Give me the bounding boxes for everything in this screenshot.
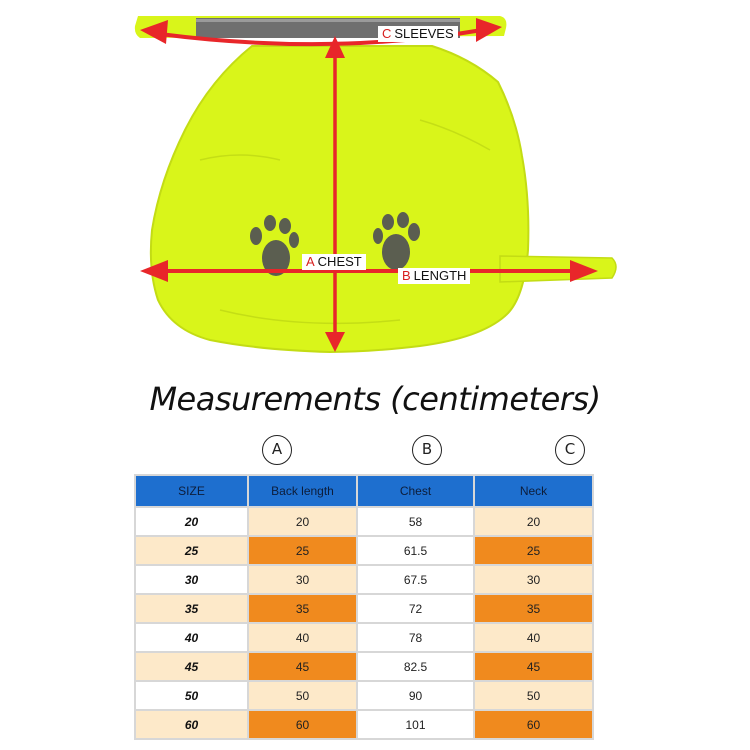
chest-cell: 61.5 xyxy=(358,537,473,564)
back-length-cell: 25 xyxy=(249,537,356,564)
length-letter: B xyxy=(402,268,411,283)
size-cell: 45 xyxy=(136,653,247,680)
table-row: 50 50 90 50 xyxy=(136,682,592,709)
vest-body xyxy=(149,45,530,354)
size-cell: 30 xyxy=(136,566,247,593)
neck-cell: 35 xyxy=(475,595,592,622)
chest-cell: 78 xyxy=(358,624,473,651)
length-text: LENGTH xyxy=(413,268,467,283)
neck-cell: 20 xyxy=(475,508,592,535)
table-row: 35 35 72 35 xyxy=(136,595,592,622)
table-row: 20 20 58 20 xyxy=(136,508,592,535)
chest-cell: 90 xyxy=(358,682,473,709)
neck-cell: 60 xyxy=(475,711,592,738)
size-table: SIZE Back length Chest Neck 20 20 58 20 … xyxy=(134,474,594,740)
size-cell: 35 xyxy=(136,595,247,622)
chest-cell: 67.5 xyxy=(358,566,473,593)
column-marker-b: B xyxy=(412,435,442,465)
chest-cell: 101 xyxy=(358,711,473,738)
column-marker-a: A xyxy=(262,435,292,465)
back-length-cell: 20 xyxy=(249,508,356,535)
column-marker-c: C xyxy=(555,435,585,465)
table-row: 60 60 101 60 xyxy=(136,711,592,738)
back-length-cell: 45 xyxy=(249,653,356,680)
chest-cell: 82.5 xyxy=(358,653,473,680)
neck-cell: 30 xyxy=(475,566,592,593)
header-back-length: Back length xyxy=(249,476,356,506)
neck-cell: 50 xyxy=(475,682,592,709)
back-length-cell: 50 xyxy=(249,682,356,709)
chest-cell: 72 xyxy=(358,595,473,622)
measurements-heading: Measurements (centimeters) xyxy=(149,380,601,418)
header-chest: Chest xyxy=(358,476,473,506)
size-cell: 20 xyxy=(136,508,247,535)
paw-print-icon xyxy=(373,212,420,270)
table-row: 40 40 78 40 xyxy=(136,624,592,651)
chest-arrow xyxy=(140,260,598,282)
sleeves-letter: C xyxy=(382,26,392,41)
header-neck: Neck xyxy=(475,476,592,506)
table-row: 25 25 61.5 25 xyxy=(136,537,592,564)
header-size: SIZE xyxy=(136,476,247,506)
vest-illustration xyxy=(134,16,617,354)
size-cell: 25 xyxy=(136,537,247,564)
table-row: 45 45 82.5 45 xyxy=(136,653,592,680)
table-header-row: SIZE Back length Chest Neck xyxy=(136,476,592,506)
chest-cell: 58 xyxy=(358,508,473,535)
size-cell: 50 xyxy=(136,682,247,709)
back-length-cell: 35 xyxy=(249,595,356,622)
back-length-cell: 60 xyxy=(249,711,356,738)
table-row: 30 30 67.5 30 xyxy=(136,566,592,593)
chest-text: CHEST xyxy=(317,254,362,269)
neck-cell: 45 xyxy=(475,653,592,680)
neck-cell: 25 xyxy=(475,537,592,564)
size-cell: 60 xyxy=(136,711,247,738)
neck-cell: 40 xyxy=(475,624,592,651)
paw-print-icon xyxy=(250,215,299,276)
sleeves-text: SLEEVES xyxy=(394,26,454,41)
length-arrow xyxy=(325,36,345,352)
chest-letter: A xyxy=(306,254,315,269)
back-length-cell: 40 xyxy=(249,624,356,651)
size-cell: 40 xyxy=(136,624,247,651)
back-length-cell: 30 xyxy=(249,566,356,593)
